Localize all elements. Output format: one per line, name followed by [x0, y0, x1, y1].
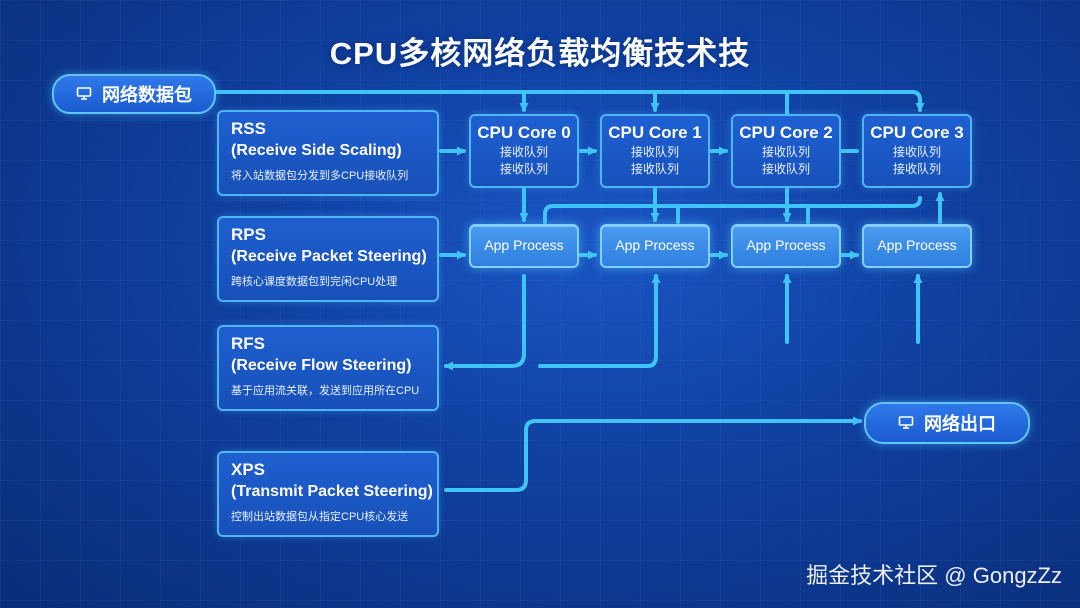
network-icon [76, 87, 92, 100]
mechanism-description: 将入站数据包分发到多CPU接收队列 [231, 170, 409, 182]
app-process-2: App Process [731, 224, 841, 268]
page-title: CPU多核网络负载均衡技术技 [329, 36, 751, 71]
receive-queue-label: 接收队列 [892, 145, 941, 159]
core-name: CPU Core 3 [870, 123, 964, 142]
receive-queue-label: 接收队列 [892, 162, 941, 176]
core-name: CPU Core 0 [477, 123, 571, 142]
core-name: CPU Core 1 [608, 123, 702, 142]
rss-box: RSS (Receive Side Scaling) 将入站数据包分发到多CPU… [217, 110, 439, 196]
mechanism-description: 基于应用流关联，发送到应用所在CPU [231, 385, 420, 397]
mechanism-description: 跨核心课度数据包到完闲CPU处理 [231, 276, 398, 288]
mechanism-abbr: RPS [231, 225, 266, 244]
mechanism-abbr: RSS [231, 119, 266, 138]
cpu-core-0: CPU Core 0 接收队列 接收队列 [469, 114, 579, 188]
mechanism-full-name: (Transmit Packet Steering) [231, 483, 433, 500]
receive-queue-label: 接收队列 [630, 145, 679, 159]
app-process-0: App Process [469, 224, 579, 268]
receive-queue-label: 接收队列 [761, 162, 810, 176]
cpu-core-2: CPU Core 2 接收队列 接收队列 [731, 114, 841, 188]
mechanism-description: 控制出站数据包从指定CPU核心发送 [231, 511, 409, 523]
mechanism-full-name: (Receive Flow Steering) [231, 357, 412, 374]
mechanism-full-name: (Receive Packet Steering) [231, 248, 427, 265]
receive-queue-label: 接收队列 [499, 145, 548, 159]
rps-box: RPS (Receive Packet Steering) 跨核心课度数据包到完… [217, 216, 439, 302]
mechanism-abbr: RFS [231, 334, 265, 353]
receive-queue-label: 接收队列 [499, 162, 548, 176]
core-name: CPU Core 2 [739, 123, 833, 142]
app-process-3: App Process [862, 224, 972, 268]
network-exit-pill: 网络出口 [864, 402, 1030, 444]
app-process-1: App Process [600, 224, 710, 268]
mechanism-full-name: (Receive Side Scaling) [231, 142, 402, 159]
network-exit-label: 网络出口 [924, 414, 996, 434]
receive-queue-label: 接收队列 [761, 145, 810, 159]
network-icon [898, 416, 914, 429]
network-packet-pill: 网络数据包 [52, 74, 216, 114]
rfs-box: RFS (Receive Flow Steering) 基于应用流关联，发送到应… [217, 325, 439, 411]
xps-box: XPS (Transmit Packet Steering) 控制出站数据包从指… [217, 451, 439, 537]
watermark: 掘金技术社区 @ GongzZz [806, 563, 1062, 588]
receive-queue-label: 接收队列 [630, 162, 679, 176]
cpu-core-1: CPU Core 1 接收队列 接收队列 [600, 114, 710, 188]
network-packet-label: 网络数据包 [102, 85, 192, 105]
cpu-core-3: CPU Core 3 接收队列 接收队列 [862, 114, 972, 188]
mechanism-abbr: XPS [231, 460, 266, 479]
